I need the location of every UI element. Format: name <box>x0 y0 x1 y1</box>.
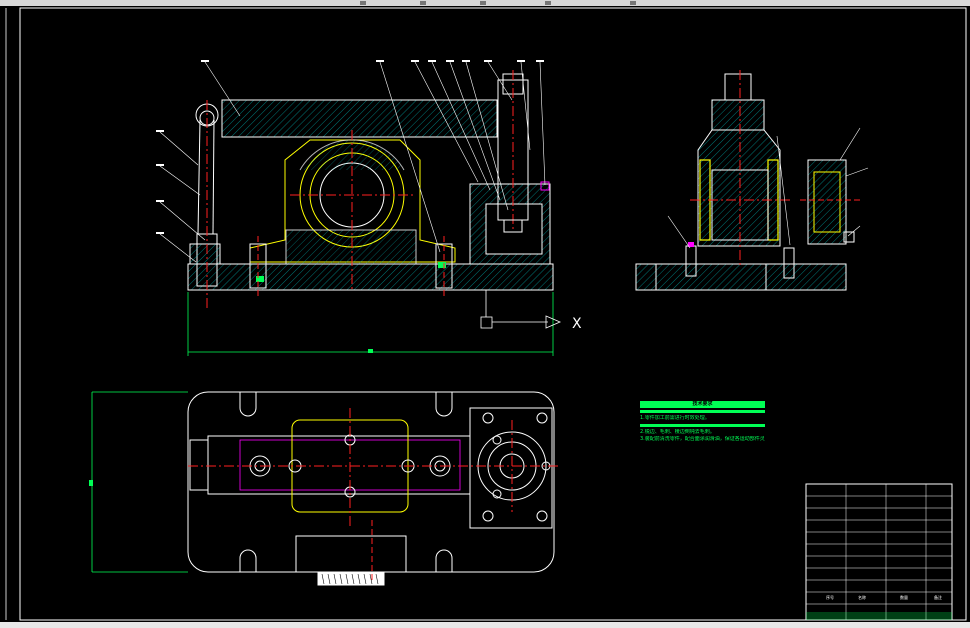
title-block-label: 名称 <box>858 594 866 600</box>
title-block-label: 数量 <box>900 594 908 600</box>
divider <box>640 410 765 413</box>
ucs-icon <box>480 290 562 329</box>
divider <box>640 424 765 427</box>
toolbar-icon[interactable] <box>420 1 426 5</box>
drawing-frame <box>19 7 967 621</box>
front-view <box>156 60 554 356</box>
title-block-label: 备注 <box>934 594 942 600</box>
tech-note-line: 2.锐边、毛刺、棱边倒钝去毛刺。 <box>640 429 715 435</box>
tech-note-line: 3.装配前清洗零件，配合面涂润滑油，保证各运动部件灵活可靠。 <box>640 436 765 442</box>
cad-drawing-canvas[interactable]: 序号 名称 数量 备注 X 技术要求 1.零件加工前需进行时效处理。 2.锐边、… <box>0 6 970 628</box>
tech-notes: 技术要求 1.零件加工前需进行时效处理。 2.锐边、毛刺、棱边倒钝去毛刺。 3.… <box>640 401 765 443</box>
toolbar-icon[interactable] <box>545 1 551 5</box>
title-block-label: 序号 <box>826 594 834 600</box>
status-bar <box>0 622 970 628</box>
side-view <box>635 70 869 291</box>
toolbar-icon[interactable] <box>360 1 366 5</box>
tech-note-line: 1.零件加工前需进行时效处理。 <box>640 415 710 421</box>
toolbar-icon[interactable] <box>480 1 486 5</box>
cad-drawing: 序号 名称 数量 备注 X <box>5 7 967 621</box>
ucs-x-label: X <box>572 316 582 332</box>
top-view <box>89 391 560 586</box>
title-block: 序号 名称 数量 备注 <box>805 483 953 621</box>
window-top-bar <box>0 0 970 6</box>
tech-notes-title: 技术要求 <box>640 401 765 408</box>
toolbar-icon[interactable] <box>630 1 636 5</box>
